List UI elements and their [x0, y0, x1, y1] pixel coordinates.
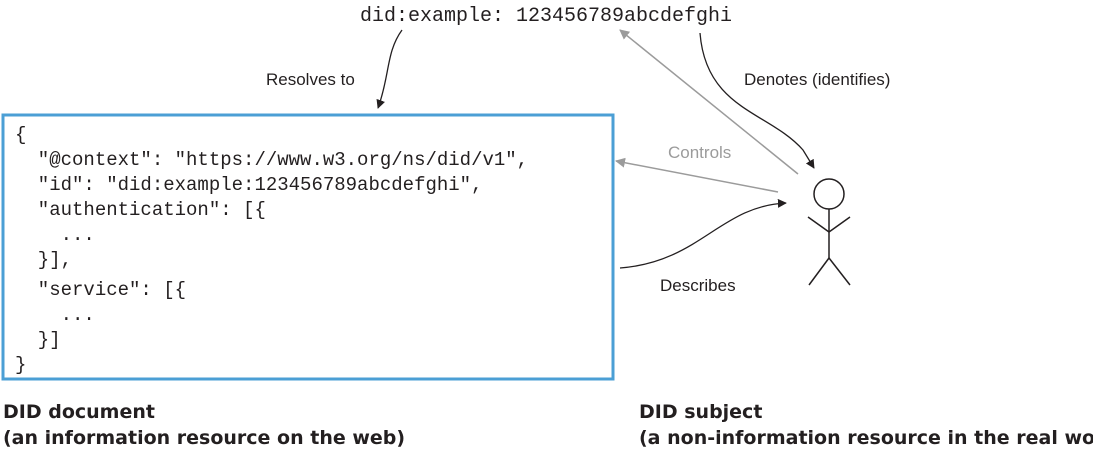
controls-identifier-arrow [619, 29, 799, 175]
json-line: "service": [{ [15, 279, 186, 301]
denotes-arrow [699, 32, 815, 169]
resolves-to-label: Resolves to [266, 70, 355, 89]
did-subject-caption-title: DID subject [639, 401, 763, 423]
did-document-caption-subtitle: (an information resource on the web) [3, 427, 406, 449]
did-identifier: did:example: 123456789abcdefghi [360, 5, 732, 28]
did-subject-caption: DID subject (a non-information resource … [639, 399, 1093, 451]
json-line: ... [15, 224, 95, 246]
json-line: "authentication": [{ [15, 199, 266, 221]
json-line: }] [15, 329, 61, 351]
stick-figure-arm-right [828, 216, 851, 233]
json-line: } [15, 354, 26, 376]
stick-figure-leg-right [828, 257, 851, 286]
did-document-box [1, 113, 615, 381]
describes-label: Describes [660, 276, 736, 295]
did-document-caption: DID document (an information resource on… [3, 399, 405, 451]
json-line: ... [15, 304, 95, 326]
did-subject-caption-subtitle: (a non-information resource in the real … [639, 427, 1093, 449]
json-line: }], [15, 249, 72, 271]
stick-figure-icon [807, 178, 851, 286]
stick-figure-arm-left [807, 216, 830, 233]
json-line: "id": "did:example:123456789abcdefghi", [15, 174, 482, 196]
stick-figure-leg-left [808, 257, 830, 286]
controls-document-arrow [615, 157, 779, 193]
describes-arrow [619, 198, 787, 269]
stick-figure-head [813, 178, 845, 210]
json-line: "@context": "https://www.w3.org/ns/did/v… [15, 149, 528, 171]
resolves-to-arrow [376, 29, 403, 109]
controls-label: Controls [668, 143, 731, 162]
json-line: { [15, 124, 26, 146]
denotes-label: Denotes (identifies) [744, 70, 890, 89]
did-document-json: { "@context": "https://www.w3.org/ns/did… [15, 124, 528, 376]
did-document-caption-title: DID document [3, 401, 155, 423]
